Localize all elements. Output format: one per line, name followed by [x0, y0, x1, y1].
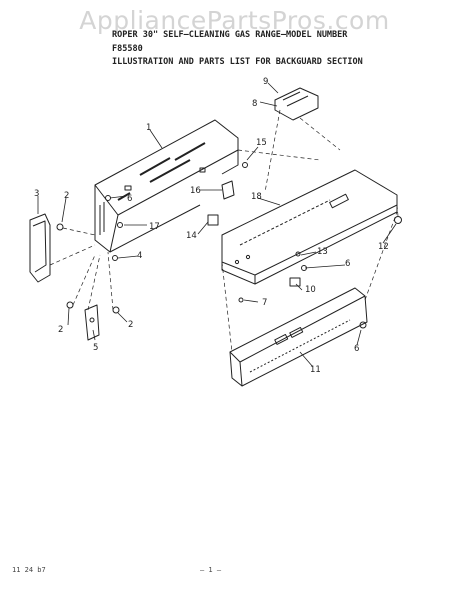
- part-9-switch: [274, 87, 319, 121]
- label-9: 9: [263, 77, 268, 87]
- label-17: 17: [149, 222, 160, 232]
- label-14: 14: [186, 231, 197, 241]
- part-10-bracket: [289, 277, 301, 287]
- label-7: 7: [262, 298, 267, 308]
- part-16-bracket: [221, 180, 235, 200]
- label-15: 15: [256, 138, 267, 148]
- label-12: 12: [378, 242, 389, 252]
- diagram-subtitle: ILLUSTRATION AND PARTS LIST FOR BACKGUAR…: [112, 57, 363, 67]
- part-2c-screw: [112, 306, 120, 314]
- leader-lines: [37, 82, 397, 368]
- part-17-screw: [117, 222, 123, 228]
- label-6b: 6: [345, 259, 350, 269]
- part-1-frame: [94, 119, 239, 253]
- part-6c-screw: [359, 321, 367, 329]
- label-2b: 2: [58, 325, 63, 335]
- label-11: 11: [310, 365, 321, 375]
- watermark: AppliancePartsPros.com: [79, 6, 390, 35]
- part-5-bracket: [84, 304, 100, 341]
- label-13: 13: [317, 247, 328, 257]
- part-18-control-panel: [221, 169, 398, 285]
- label-6c: 6: [354, 344, 359, 354]
- part-labels: 1 2 2 2 3 4 5 6 6 6 7 8 9 10 11 12 13 14…: [34, 77, 389, 375]
- part-15-screw: [242, 162, 248, 168]
- part-2a-screw: [56, 223, 64, 231]
- label-8: 8: [252, 99, 257, 109]
- label-2c: 2: [128, 320, 133, 330]
- model-number: F85580: [112, 44, 143, 54]
- part-3-end-cap: [29, 213, 51, 283]
- label-16: 16: [190, 186, 201, 196]
- label-2a: 2: [64, 191, 69, 201]
- label-6a: 6: [127, 194, 132, 204]
- label-4: 4: [137, 251, 142, 261]
- label-5: 5: [93, 343, 98, 353]
- part-11-trim: [229, 287, 368, 387]
- label-1: 1: [146, 123, 151, 133]
- assembly-lines: [49, 109, 399, 353]
- diagram-title: ROPER 30" SELF–CLEANING GAS RANGE–MODEL …: [112, 30, 348, 40]
- label-18: 18: [251, 192, 262, 202]
- page-number: – 1 –: [200, 566, 222, 574]
- part-7-screw: [238, 297, 244, 303]
- label-3: 3: [34, 189, 39, 199]
- part-13-screw: [295, 251, 301, 257]
- part-12-nut: [394, 216, 402, 224]
- part-4-screw: [112, 255, 118, 261]
- label-10: 10: [305, 285, 316, 295]
- part-14-clip: [207, 214, 219, 226]
- part-2b-screw: [66, 301, 74, 309]
- footer-code: 11 24 b7: [12, 566, 46, 574]
